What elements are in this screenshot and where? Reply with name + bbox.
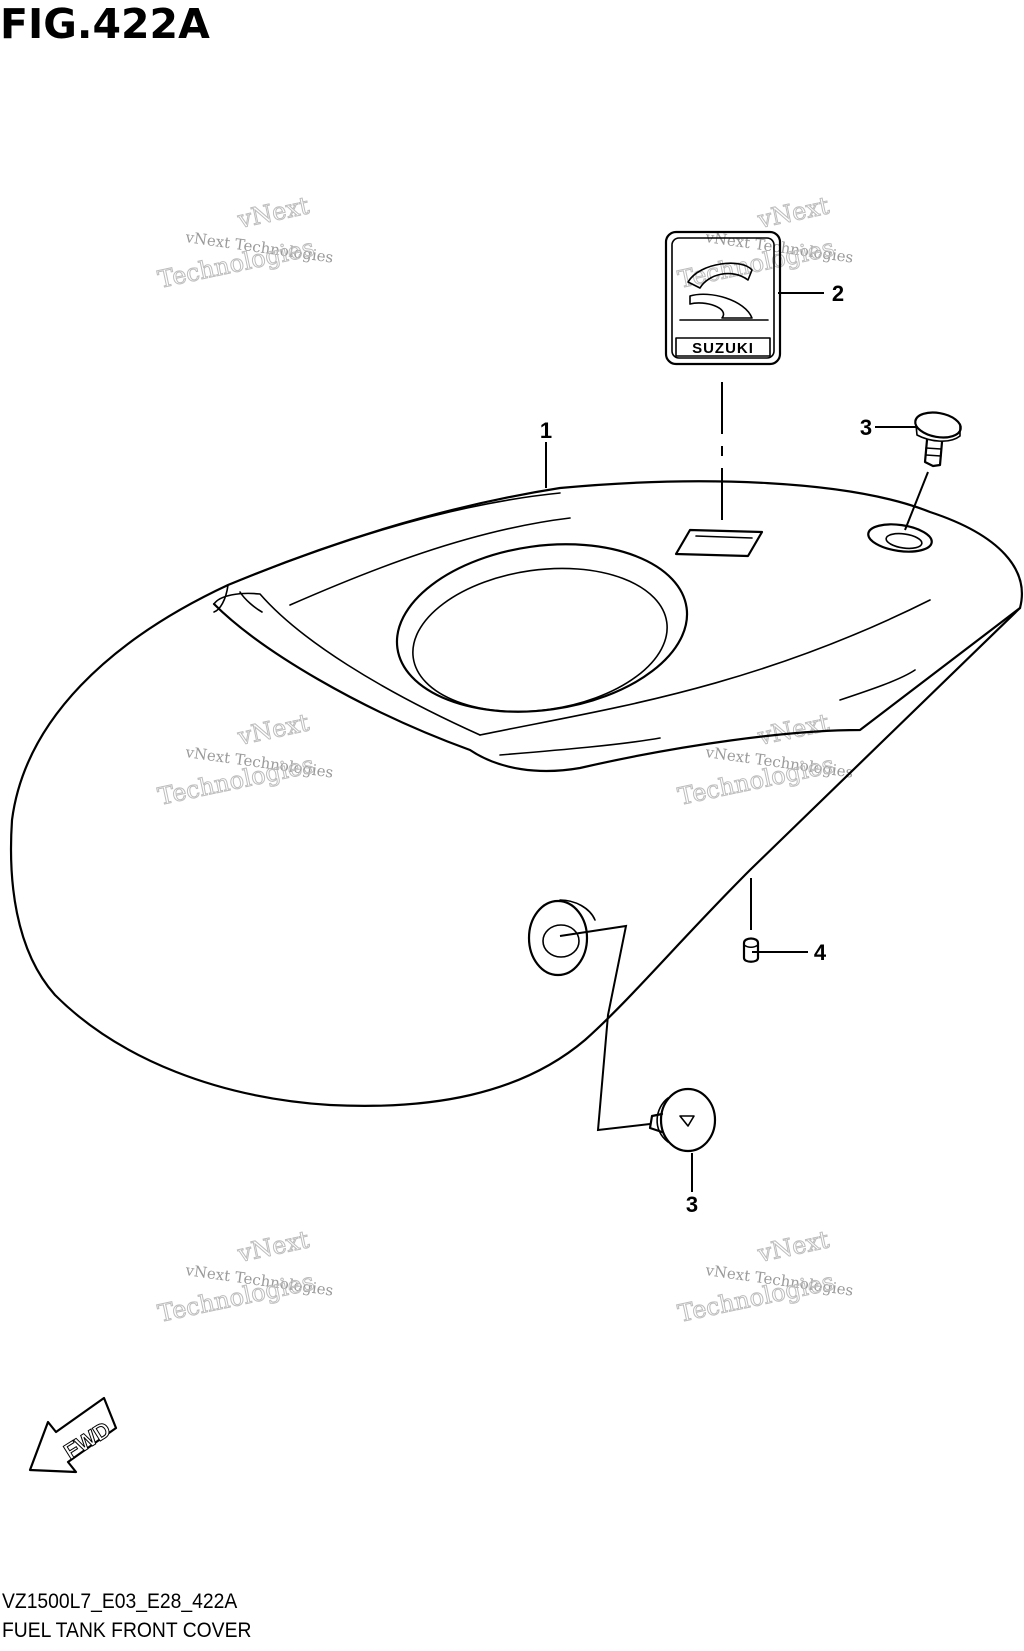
watermark-mid-left: vNext Technologies vNext Technologies: [155, 708, 335, 811]
fwd-arrow-icon: FWD: [28, 1396, 118, 1474]
clip-part-4: [742, 937, 760, 963]
svg-text:vNext: vNext: [754, 708, 832, 751]
bolt-bottom: [648, 1087, 717, 1153]
emblem-text: SUZUKI: [692, 340, 754, 357]
callout-1: 1: [540, 418, 552, 443]
svg-text:vNext: vNext: [234, 191, 312, 234]
watermark-top-left: vNext Technologies vNext Technologies: [155, 191, 335, 294]
model-code: VZ1500L7_E03_E28_422A: [2, 1590, 238, 1613]
bolt-top: [914, 411, 962, 468]
svg-text:vNext: vNext: [754, 1225, 832, 1268]
watermark-bottom-left: vNext Technologies vNext Technologies: [155, 1225, 335, 1328]
watermark-top-right: vNext Technologies vNext Technologies: [675, 191, 855, 294]
watermark-group: vNext Technologies vNext Technologies vN…: [155, 191, 855, 1328]
callout-4: 4: [814, 940, 827, 965]
callout-2: 2: [832, 281, 844, 306]
svg-text:vNext: vNext: [234, 708, 312, 751]
callout-3-bottom: 3: [686, 1192, 698, 1217]
svg-text:vNext: vNext: [754, 191, 832, 234]
figure-caption: FUEL TANK FRONT COVER: [2, 1619, 252, 1642]
watermark-bottom-right: vNext Technologies vNext Technologies: [675, 1225, 855, 1328]
svg-text:vNext: vNext: [234, 1225, 312, 1268]
figure-title: FIG.422A: [0, 0, 210, 48]
fuel-tank-front-cover: [9, 480, 1023, 1108]
suzuki-emblem: SUZUKI: [664, 230, 782, 366]
callout-3-top: 3: [860, 415, 872, 440]
leader-lines: [545, 292, 929, 1192]
